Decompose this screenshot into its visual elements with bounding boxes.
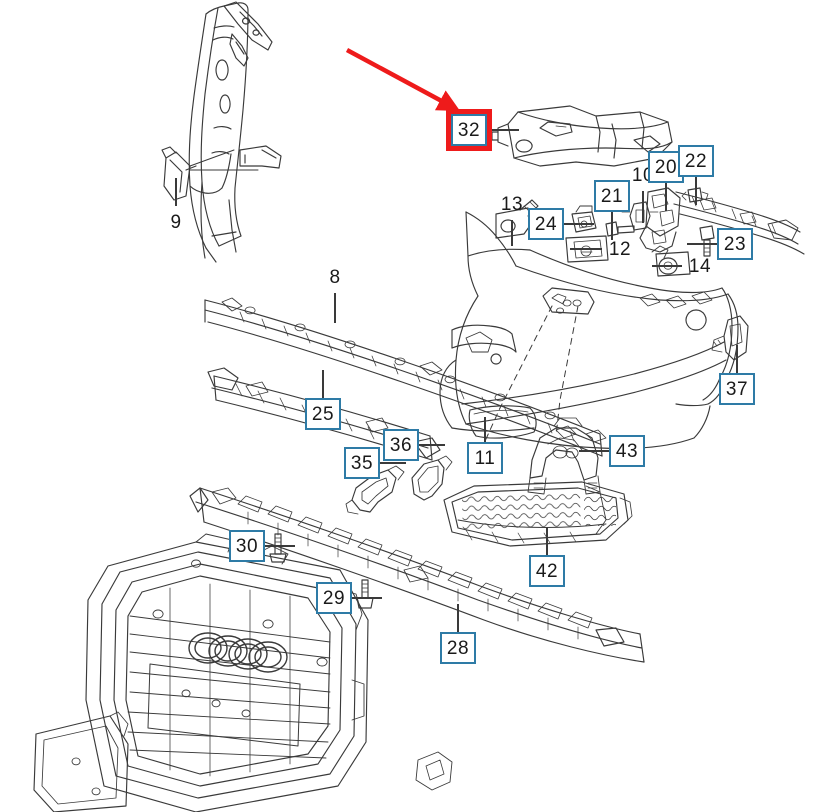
- callout-leader-line: [695, 177, 697, 205]
- callout-42[interactable]: 42: [529, 555, 565, 587]
- callout-37[interactable]: 37: [719, 373, 755, 405]
- callout-leader-line: [611, 212, 613, 240]
- lower-carrier-part-28: [189, 487, 645, 663]
- callout-leader-line: [687, 243, 717, 245]
- callout-23[interactable]: 23: [717, 228, 753, 260]
- callout-leader-line: [419, 444, 445, 446]
- callout-43[interactable]: 43: [609, 435, 645, 467]
- callout-21[interactable]: 21: [594, 180, 630, 212]
- callout-leader-line: [265, 545, 295, 547]
- callout-leader-line: [322, 370, 324, 398]
- plate-holder-part: [33, 711, 129, 812]
- callout-leader-line: [665, 183, 667, 211]
- bracket-part-35: [345, 465, 405, 515]
- callout-leader-line: [511, 220, 513, 246]
- callout-leader-line: [642, 191, 644, 223]
- bracket-part-20: [639, 187, 681, 253]
- bracket-part-43: [527, 417, 601, 495]
- callout-leader-line: [546, 527, 548, 555]
- clip-part-9: [161, 146, 197, 201]
- upper-rail-part-8: [204, 297, 603, 457]
- callout-leader-line: [352, 597, 382, 599]
- lower-grille-part-42: [443, 481, 633, 547]
- bracket-part-36: [411, 455, 453, 501]
- tow-cover-part-12: [565, 235, 609, 263]
- grommet-part-14: [651, 245, 691, 277]
- callout-leader-line: [457, 604, 459, 632]
- callout-12[interactable]: 12: [608, 238, 632, 260]
- callout-11[interactable]: 11: [467, 442, 503, 474]
- callout-leader-line: [736, 345, 738, 373]
- callout-35[interactable]: 35: [344, 447, 380, 479]
- air-duct-part-32: [491, 105, 673, 167]
- clip-part-10: [621, 201, 659, 231]
- callout-leader-line: [564, 223, 594, 225]
- callout-leader-line: [487, 129, 519, 131]
- callout-leader-line: [484, 417, 486, 442]
- bracket-part-24: [571, 205, 597, 233]
- callout-28[interactable]: 28: [440, 632, 476, 664]
- tow-cover-panel-part-11: [468, 405, 537, 439]
- callout-13[interactable]: 13: [500, 193, 524, 215]
- callout-leader-line: [579, 450, 609, 452]
- callout-leader-line: [380, 462, 406, 464]
- callout-14[interactable]: 14: [688, 255, 712, 277]
- callout-25[interactable]: 25: [305, 398, 341, 430]
- highlight-arrow: [345, 48, 461, 111]
- callout-36[interactable]: 36: [383, 429, 419, 461]
- callout-leader-line: [334, 293, 336, 323]
- callout-8[interactable]: 8: [329, 266, 341, 288]
- callout-leader-line: [652, 265, 682, 267]
- callout-22[interactable]: 22: [678, 145, 714, 177]
- bracket-part-37: [711, 315, 749, 361]
- fender-bracket-part: [188, 1, 282, 263]
- bolt-part-23: [699, 225, 715, 257]
- callout-leader-line: [570, 248, 602, 250]
- callout-leader-line: [175, 178, 177, 206]
- callout-9[interactable]: 9: [170, 211, 182, 233]
- callout-30[interactable]: 30: [229, 530, 265, 562]
- radiator-grille-part: [85, 533, 369, 812]
- callout-24[interactable]: 24: [528, 208, 564, 240]
- small-bracket-lower: [415, 751, 453, 791]
- callout-32[interactable]: 32: [451, 114, 487, 146]
- callout-29[interactable]: 29: [316, 582, 352, 614]
